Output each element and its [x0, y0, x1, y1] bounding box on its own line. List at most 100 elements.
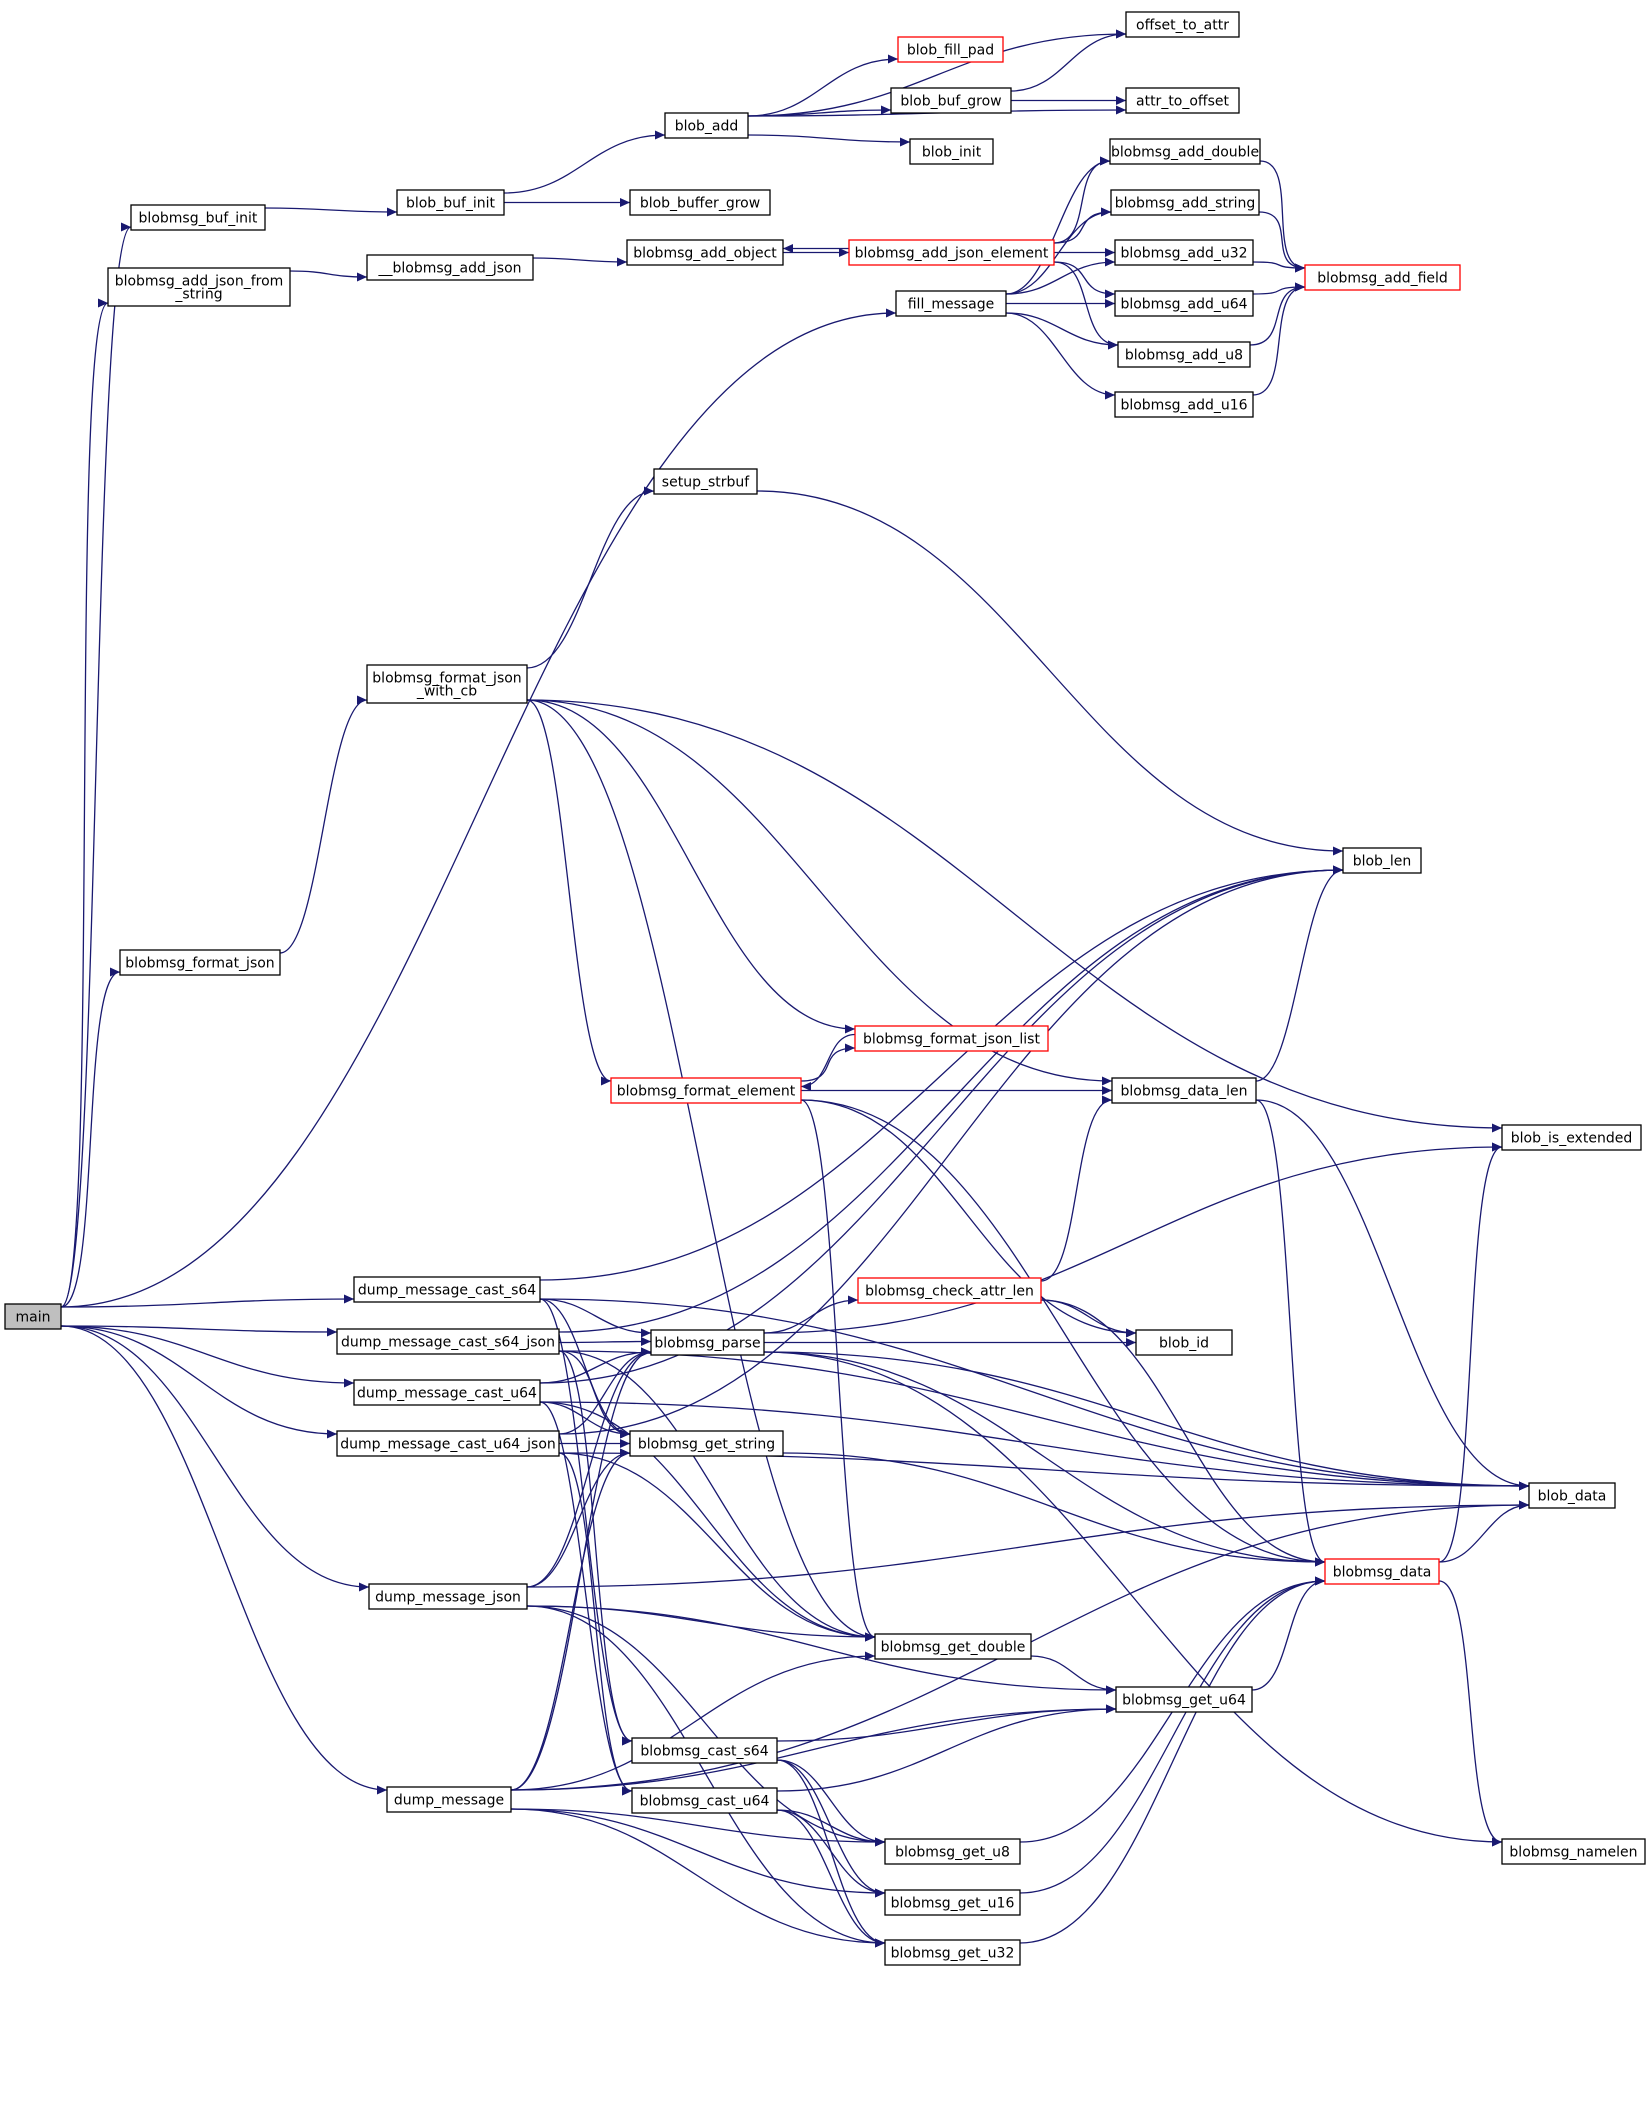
- node-blobmsg-add-u16[interactable]: blobmsg_add_u16: [1114, 391, 1254, 418]
- node-blobmsg-add-json-from-string[interactable]: blobmsg_add_json_from_string: [107, 267, 291, 307]
- node-dump-message-cast-s64-json[interactable]: dump_message_cast_s64_json: [336, 1328, 560, 1355]
- edge-line: [1438, 1146, 1503, 1563]
- node-blobmsg-add-field[interactable]: blobmsg_add_field: [1304, 264, 1461, 291]
- node-blob-data[interactable]: blob_data: [1528, 1482, 1616, 1509]
- edge-line: [1252, 286, 1306, 396]
- node-label: blobmsg_data: [1333, 1565, 1432, 1581]
- node-blobmsg-get-double[interactable]: blobmsg_get_double: [874, 1633, 1032, 1660]
- arrowhead-icon: [1105, 289, 1115, 299]
- node-blobmsg-buf-init[interactable]: blobmsg_buf_init: [130, 204, 266, 231]
- node-blobmsg-format-json-list[interactable]: blobmsg_format_json_list: [854, 1025, 1049, 1052]
- edge-line: [1053, 160, 1111, 244]
- node-attr-to-offset[interactable]: attr_to_offset: [1125, 87, 1240, 114]
- edge-line: [510, 1808, 886, 1894]
- edge-blobmsg-get-double-to-blobmsg-get-u64: [1030, 1655, 1117, 1695]
- arrowhead-icon: [1295, 263, 1305, 273]
- node-blobmsg-get-u8[interactable]: blobmsg_get_u8: [884, 1838, 1021, 1865]
- node-dump-message-cast-u64-json[interactable]: dump_message_cast_u64_json: [336, 1430, 560, 1457]
- function-nodes: main blobmsg_buf_init blobmsg_add_json_fro…: [4, 11, 1646, 1966]
- edge-line: [526, 699, 856, 1030]
- node-label: blobmsg_buf_init: [139, 211, 258, 227]
- edge-blobmsg-cast-s64-to-blobmsg-get-u32: [776, 1759, 886, 1948]
- node-box: [336, 1328, 560, 1355]
- edge-dump-message-cast-s64-json-to-blobmsg-cast-s64: [558, 1350, 633, 1746]
- edge-fill-message-to-blobmsg-add-u32: [1005, 257, 1116, 295]
- node-dump-message[interactable]: dump_message: [386, 1786, 512, 1813]
- node-blobmsg-check-attr-len[interactable]: blobmsg_check_attr_len: [857, 1277, 1042, 1304]
- node-blobmsg-format-json[interactable]: blobmsg_format_json: [119, 949, 281, 976]
- edge-dump-message-json-to-blobmsg-get-double: [526, 1605, 876, 1642]
- edge-line: [539, 1298, 652, 1334]
- node-blobmsg-get-u16[interactable]: blobmsg_get_u16: [884, 1889, 1021, 1916]
- node-offset-to-attr[interactable]: offset_to_attr: [1125, 11, 1240, 38]
- node-box: [336, 1430, 560, 1457]
- node-box: [1324, 1558, 1440, 1585]
- node-blobmsg-add-u8[interactable]: blobmsg_add_u8: [1117, 341, 1251, 368]
- node-blobmsg-add-u64[interactable]: blobmsg_add_u64: [1114, 290, 1254, 317]
- node-box: [897, 36, 1004, 63]
- node-blobmsg-namelen[interactable]: blobmsg_namelen: [1501, 1838, 1646, 1865]
- arrowhead-icon: [1315, 1576, 1325, 1586]
- arrowhead-icon: [359, 1582, 369, 1592]
- node-label: blob_is_extended: [1511, 1131, 1632, 1147]
- node-label: __blobmsg_add_json: [377, 261, 521, 277]
- edge-dump-message-cast-u64-to-blob-len: [539, 865, 1344, 1384]
- node-box: [664, 112, 749, 139]
- edge-line: [558, 1340, 652, 1344]
- node-blob-buf-grow[interactable]: blob_buf_grow: [890, 87, 1012, 114]
- node-blob-init[interactable]: blob_init: [909, 138, 994, 165]
- node-blobmsg-data[interactable]: blobmsg_data: [1324, 1558, 1440, 1585]
- node-box: [366, 664, 528, 704]
- node-blob-buf-init[interactable]: blob_buf_init: [396, 189, 505, 216]
- node-blobmsg-get-u64[interactable]: blobmsg_get_u64: [1115, 1686, 1253, 1713]
- node-blobmsg-get-u32[interactable]: blobmsg_get_u32: [884, 1939, 1021, 1966]
- node-blobmsg-parse[interactable]: blobmsg_parse: [650, 1329, 765, 1356]
- node-box: [653, 468, 758, 495]
- edge-line: [503, 134, 666, 194]
- node-dump-message-cast-s64[interactable]: dump_message_cast_s64: [353, 1276, 541, 1303]
- node-blob-add[interactable]: blob_add: [664, 112, 749, 139]
- edge-line: [782, 1452, 1326, 1563]
- node-blobmsg-cast-s64[interactable]: blobmsg_cast_s64: [631, 1737, 778, 1764]
- node-dump-message-cast-u64[interactable]: dump_message_cast_u64: [353, 1379, 541, 1406]
- edge-blobmsg-format-element-to-blobmsg-data-len: [800, 1086, 1112, 1095]
- node-main[interactable]: main: [4, 1303, 62, 1330]
- node-blob-fill-pad[interactable]: blob_fill_pad: [897, 36, 1004, 63]
- node-blobmsg-format-json-with-cb[interactable]: blobmsg_format_json_with_cb: [366, 664, 528, 704]
- arrowhead-icon: [641, 1347, 651, 1357]
- node-label: blob_fill_pad: [907, 43, 994, 59]
- node-setup-strbuf[interactable]: setup_strbuf: [653, 468, 758, 495]
- node-fill-message[interactable]: fill_message: [895, 290, 1007, 317]
- node---blobmsg-add-json[interactable]: __blobmsg_add_json: [366, 254, 534, 281]
- arrowhead-icon: [622, 1736, 632, 1746]
- edge-line: [60, 226, 132, 1308]
- node-dump-message-json[interactable]: dump_message_json: [368, 1583, 528, 1610]
- edge-line: [526, 1605, 886, 1944]
- node-blobmsg-add-object[interactable]: blobmsg_add_object: [626, 239, 784, 266]
- node-blobmsg-add-double[interactable]: blobmsg_add_double: [1109, 138, 1261, 165]
- arrowhead-icon: [344, 1378, 354, 1388]
- node-box: [353, 1379, 541, 1406]
- node-box: [895, 290, 1007, 317]
- node-blob-is-extended[interactable]: blob_is_extended: [1501, 1124, 1642, 1151]
- node-box: [386, 1786, 512, 1813]
- node-blobmsg-data-len[interactable]: blobmsg_data_len: [1111, 1077, 1257, 1104]
- node-blobmsg-add-json-element[interactable]: blobmsg_add_json_element: [848, 239, 1055, 266]
- edge-blobmsg-parse-to-blob-is-extended: [763, 1142, 1503, 1334]
- node-blob-len[interactable]: blob_len: [1342, 847, 1422, 874]
- node-blobmsg-get-string[interactable]: blobmsg_get_string: [629, 1430, 784, 1457]
- edge-line: [558, 1351, 652, 1435]
- edge-line: [526, 699, 876, 1638]
- node-box: [107, 267, 291, 307]
- node-blobmsg-add-string[interactable]: blobmsg_add_string: [1110, 189, 1260, 216]
- node-blobmsg-cast-u64[interactable]: blobmsg_cast_u64: [631, 1787, 778, 1814]
- arrowhead-icon: [881, 105, 891, 115]
- node-blobmsg-format-element[interactable]: blobmsg_format_element: [610, 1077, 802, 1104]
- node-label: blobmsg_cast_u64: [640, 1794, 770, 1810]
- node-blob-id[interactable]: blob_id: [1135, 1329, 1233, 1356]
- node-blobmsg-add-u32[interactable]: blobmsg_add_u32: [1114, 239, 1254, 266]
- arrowhead-icon: [783, 244, 793, 253]
- node-blob-buffer-grow[interactable]: blob_buffer_grow: [629, 189, 771, 216]
- edge-line: [763, 1299, 859, 1334]
- arrowhead-icon: [357, 695, 367, 705]
